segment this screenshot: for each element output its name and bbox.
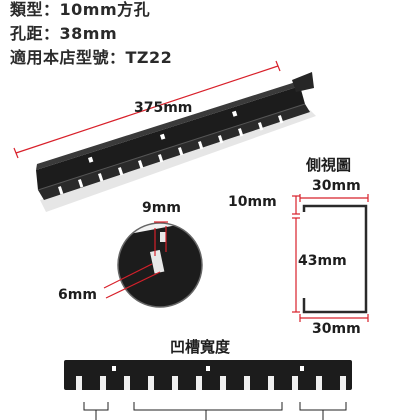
front-view-title: 凹槽寬度 xyxy=(170,338,231,356)
spec-type: 類型：10mm方孔 xyxy=(10,0,151,19)
side-bottom-width-label: 30mm xyxy=(312,321,361,337)
front-view xyxy=(64,360,352,390)
side-view-profile xyxy=(302,204,368,314)
length-dimension xyxy=(13,60,281,159)
spec-model: 適用本店型號：TZ22 xyxy=(10,48,173,67)
slot-width-label: 9mm xyxy=(142,200,181,216)
side-view-dimensions xyxy=(292,194,369,322)
length-label: 375mm xyxy=(134,100,193,116)
rack-mount-holes xyxy=(87,110,238,163)
side-top-width-label: 30mm xyxy=(312,178,361,194)
rack-slots xyxy=(58,115,284,195)
side-view-title: 側視圖 xyxy=(306,156,352,174)
front-view-brackets xyxy=(83,402,347,420)
slot-depth-label: 6mm xyxy=(58,287,97,303)
side-height-label: 43mm xyxy=(298,253,347,269)
rack-body xyxy=(36,86,305,190)
front-view-slots xyxy=(76,376,346,390)
spec-pitch: 孔距：38mm xyxy=(10,24,118,43)
side-lip-label: 10mm xyxy=(228,194,277,210)
zoom-circle-border xyxy=(117,222,203,308)
zoom-detail xyxy=(118,223,202,307)
rack-front-flange xyxy=(38,104,310,200)
